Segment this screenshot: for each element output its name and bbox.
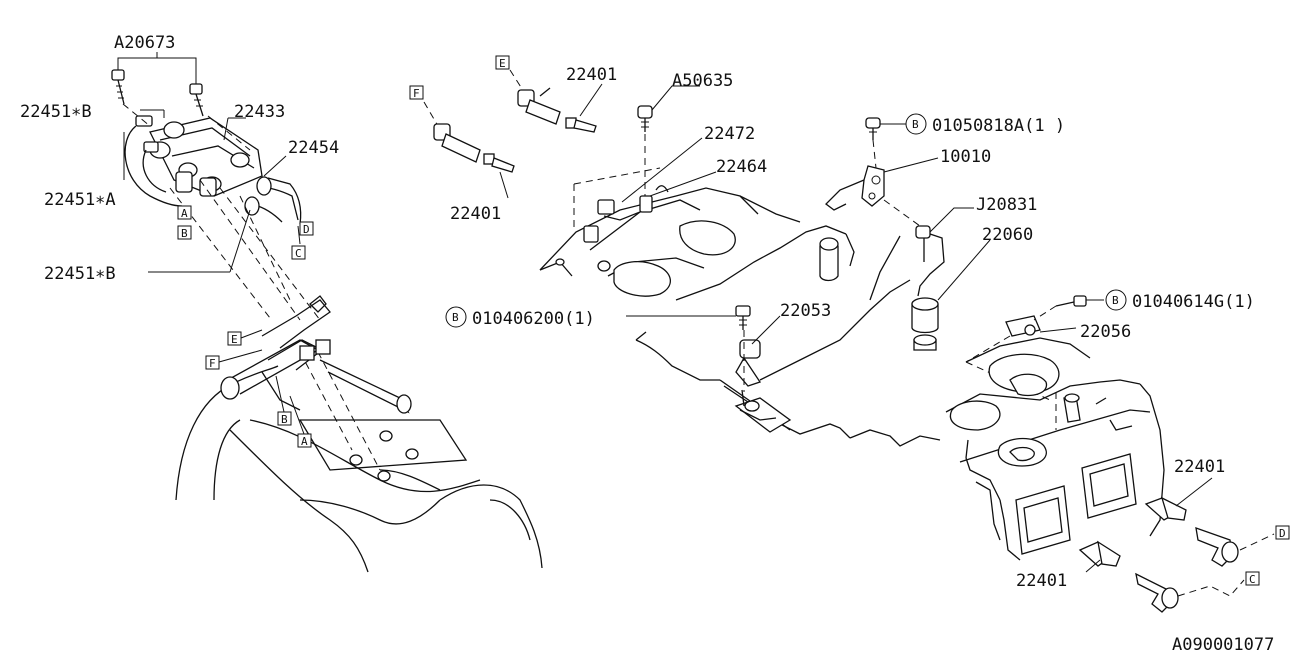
label-01050818a: 01050818A(1 ) — [932, 116, 1065, 136]
plug-cap-icon — [509, 69, 597, 133]
bolt-icon — [865, 117, 881, 140]
label-22401-mid: 22401 — [450, 204, 501, 224]
sensor-icon — [1005, 315, 1041, 337]
svg-text:F: F — [413, 87, 420, 100]
svg-text:D: D — [1279, 527, 1286, 540]
label-a20673: A20673 — [114, 33, 175, 53]
svg-text:E: E — [231, 333, 238, 346]
bracket-icon — [825, 165, 885, 211]
intake-manifold-outline — [635, 233, 941, 447]
plug-cap-icon — [423, 101, 515, 173]
label-22454: 22454 — [288, 138, 339, 158]
drawing-number: A090001077 — [1172, 635, 1274, 653]
bolt-symbol: B — [445, 306, 467, 328]
label-22060: 22060 — [982, 225, 1033, 245]
bolt-symbol: B — [905, 113, 927, 135]
ref-box-f: F — [205, 355, 220, 370]
svg-text:A: A — [181, 207, 188, 220]
ref-box-e-mid: E — [495, 55, 510, 70]
label-j20831: J20831 — [976, 195, 1037, 215]
label-01040614g: 01040614G(1) — [1132, 292, 1255, 312]
bolt-icon — [189, 83, 204, 117]
label-22056: 22056 — [1080, 322, 1131, 342]
label-22464: 22464 — [716, 157, 767, 177]
bolt-symbol: B — [1105, 289, 1127, 311]
manifold-outline — [539, 134, 847, 301]
cylinder-head-outline — [945, 337, 1165, 561]
svg-text:D: D — [303, 223, 310, 236]
label-22401-top: 22401 — [566, 65, 617, 85]
label-10010: 10010 — [940, 147, 991, 167]
label-22451a: 22451∗A — [44, 190, 116, 210]
engine-block-outline — [175, 295, 543, 573]
label-22451b-bottom: 22451∗B — [44, 264, 116, 284]
label-22053: 22053 — [780, 301, 831, 321]
ref-box-d: D — [299, 221, 314, 236]
spark-plug-icon — [1078, 540, 1179, 613]
svg-text:B: B — [181, 227, 188, 240]
ignition-coil-group — [111, 52, 381, 471]
svg-text:B: B — [452, 311, 459, 324]
ref-box-c-right: C — [1245, 571, 1260, 586]
svg-text:A: A — [301, 435, 308, 448]
bolt-icon — [735, 305, 751, 330]
ref-box-d-right: D — [1275, 525, 1290, 540]
spark-plug-icon — [1144, 496, 1239, 567]
ignition-coil-icon — [135, 115, 302, 225]
svg-text:C: C — [295, 247, 302, 260]
svg-text:F: F — [209, 357, 216, 370]
label-22401-right-bottom: 22401 — [1016, 571, 1067, 591]
sensor-icon — [911, 225, 945, 351]
ref-box-c: C — [291, 245, 306, 260]
label-22433: 22433 — [234, 102, 285, 122]
svg-text:C: C — [1249, 573, 1256, 586]
bolt-icon — [1055, 295, 1087, 307]
ref-box-f-mid: F — [409, 85, 424, 100]
bolt-icon — [637, 105, 653, 132]
label-a50635: A50635 — [672, 71, 733, 91]
label-22401-right-top: 22401 — [1174, 457, 1225, 477]
svg-text:B: B — [912, 118, 919, 131]
label-22472: 22472 — [704, 124, 755, 144]
ref-box-a: A — [177, 205, 192, 220]
svg-text:E: E — [499, 57, 506, 70]
ref-box-b: B — [177, 225, 192, 240]
ref-box-e: E — [227, 331, 242, 346]
bolt-icon — [111, 69, 125, 105]
ref-box-a2: A — [297, 433, 312, 448]
svg-text:B: B — [1112, 294, 1119, 307]
ref-box-b2: B — [277, 411, 292, 426]
label-22451b-top: 22451∗B — [20, 102, 92, 122]
svg-text:B: B — [281, 413, 288, 426]
label-010406200: 010406200(1) — [472, 309, 595, 329]
